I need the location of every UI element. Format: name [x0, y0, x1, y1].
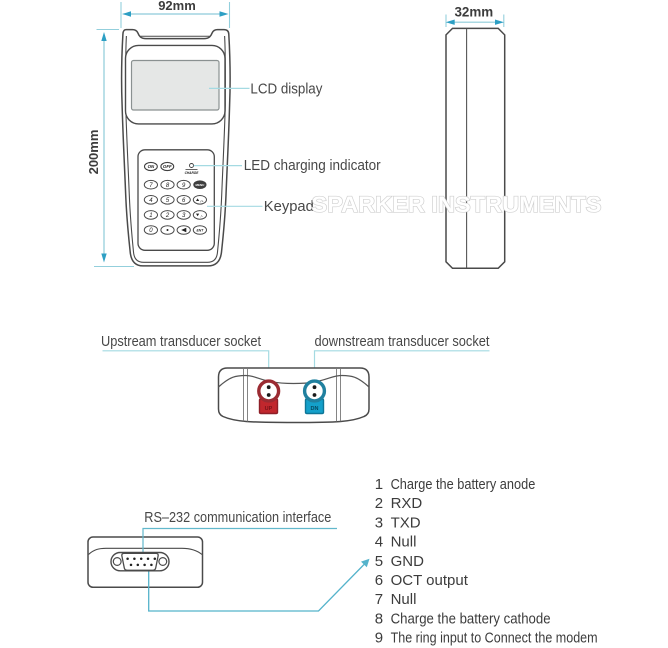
svg-text:7: 7 — [149, 183, 153, 189]
svg-text:Keypad: Keypad — [264, 198, 314, 215]
svg-text:1: 1 — [375, 476, 383, 493]
svg-text:0: 0 — [149, 228, 153, 234]
svg-text:6: 6 — [375, 572, 383, 589]
svg-text:GND: GND — [391, 553, 425, 570]
svg-text:8: 8 — [375, 610, 383, 627]
svg-text:LED charging indicator: LED charging indicator — [244, 157, 381, 174]
svg-text:MENU: MENU — [195, 183, 204, 187]
svg-text:200mm: 200mm — [86, 130, 101, 175]
svg-text:3: 3 — [375, 514, 383, 531]
svg-text:UP: UP — [265, 406, 273, 412]
svg-text:RXD: RXD — [391, 495, 423, 512]
svg-text:OCT output: OCT output — [391, 572, 469, 589]
svg-text:The ring input to Connect the: The ring input to Connect the modem — [391, 630, 598, 647]
svg-text:Upstream transducer socket: Upstream transducer socket — [101, 333, 262, 350]
svg-text:Charge the battery cathode: Charge the battery cathode — [391, 610, 551, 627]
svg-text:DN: DN — [311, 406, 319, 412]
svg-text:/+: /+ — [199, 198, 204, 203]
svg-text:9: 9 — [375, 630, 383, 647]
svg-text:downstream transducer socket: downstream transducer socket — [315, 333, 491, 350]
svg-text:32mm: 32mm — [454, 4, 493, 19]
svg-text:5: 5 — [166, 198, 170, 204]
svg-text:LCD display: LCD display — [250, 80, 322, 97]
svg-text:OFF: OFF — [163, 164, 172, 169]
svg-text:5: 5 — [375, 553, 383, 570]
svg-text:6: 6 — [182, 198, 186, 204]
svg-text:ENT: ENT — [197, 228, 205, 232]
svg-text:9: 9 — [182, 183, 186, 189]
svg-text:SPARKER INSTRUMENTS: SPARKER INSTRUMENTS — [312, 192, 602, 217]
svg-text:Charge the battery anode: Charge the battery anode — [391, 476, 536, 493]
svg-text:CHARGE: CHARGE — [185, 171, 200, 175]
svg-text:2: 2 — [375, 495, 383, 512]
svg-text:TXD: TXD — [391, 514, 421, 531]
svg-text:3: 3 — [182, 213, 186, 219]
svg-text:8: 8 — [166, 183, 170, 189]
svg-text:4: 4 — [149, 198, 153, 204]
svg-text:4: 4 — [375, 534, 383, 551]
svg-text:2: 2 — [165, 213, 170, 219]
svg-text:Null: Null — [391, 591, 417, 608]
svg-text:1: 1 — [149, 213, 152, 219]
svg-text:92mm: 92mm — [158, 0, 196, 13]
svg-text:Null: Null — [391, 534, 417, 551]
svg-text:ON: ON — [148, 164, 155, 169]
svg-text:7: 7 — [375, 591, 383, 608]
svg-text:/-: /- — [200, 213, 204, 218]
svg-text:RS–232 communication interface: RS–232 communication interface — [144, 509, 331, 526]
